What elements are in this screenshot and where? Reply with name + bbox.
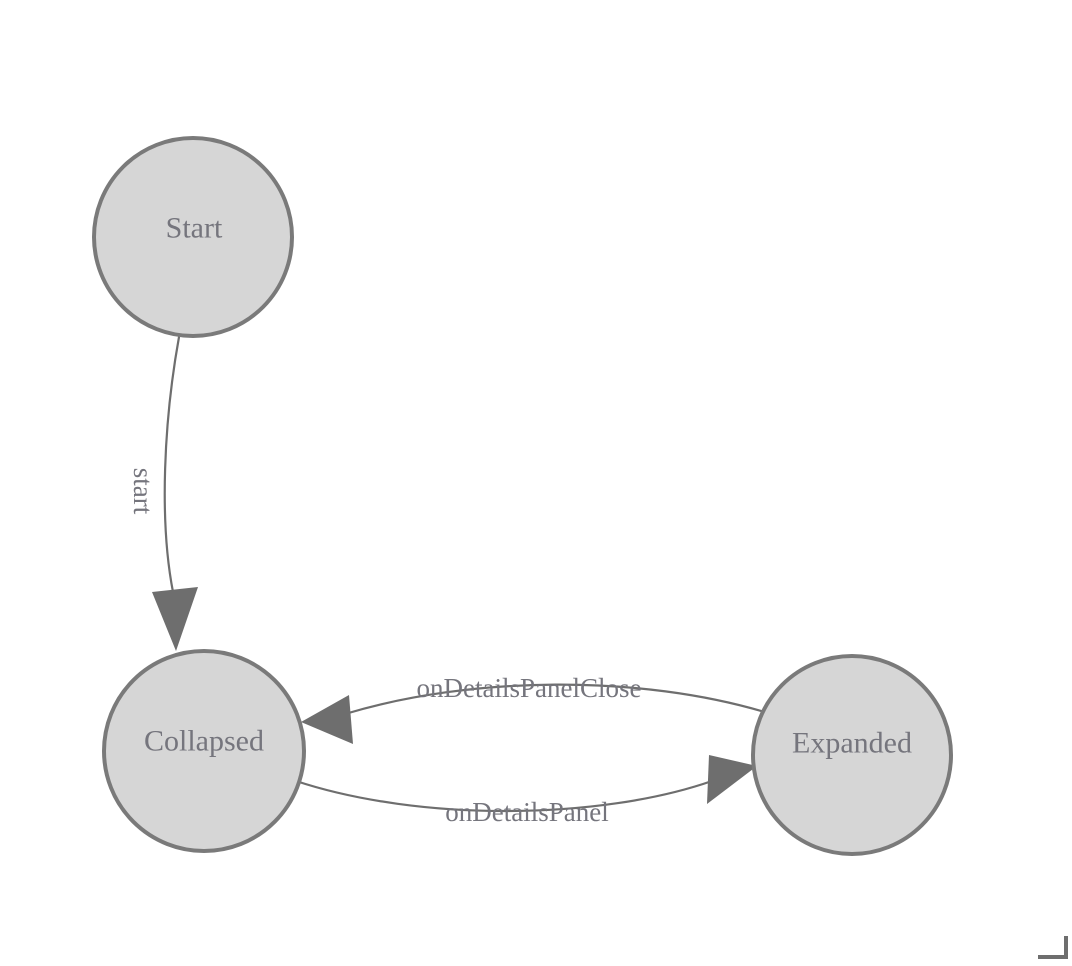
node-start-label: Start bbox=[166, 212, 223, 245]
edge-start-to-collapsed-label: start bbox=[128, 468, 158, 515]
edge-collapsed-to-expanded[interactable]: onDetailsPanel bbox=[294, 755, 757, 827]
node-expanded[interactable]: Expanded bbox=[751, 654, 953, 856]
edge-expanded-to-collapsed-arrowhead bbox=[301, 695, 353, 744]
node-expanded-label: Expanded bbox=[792, 727, 912, 760]
edge-collapsed-to-expanded-arrowhead bbox=[707, 755, 757, 804]
edge-expanded-to-collapsed[interactable]: onDetailsPanelClose bbox=[301, 673, 770, 744]
node-expanded-circle bbox=[751, 654, 953, 856]
resize-handle-corner-icon[interactable] bbox=[1038, 936, 1068, 959]
resize-handle-corner-vertical bbox=[1064, 936, 1068, 959]
edge-start-to-collapsed[interactable]: start bbox=[128, 335, 198, 651]
edge-collapsed-to-expanded-label: onDetailsPanel bbox=[445, 797, 608, 827]
node-start-circle bbox=[92, 136, 294, 338]
node-start[interactable]: Start bbox=[92, 136, 294, 338]
resize-handle-corner-horizontal bbox=[1038, 955, 1068, 959]
edge-expanded-to-collapsed-path bbox=[343, 683, 770, 716]
edge-start-to-collapsed-arrowhead bbox=[152, 587, 198, 651]
edge-start-to-collapsed-path bbox=[163, 335, 181, 594]
edge-collapsed-to-expanded-path bbox=[294, 779, 714, 813]
node-collapsed-label: Collapsed bbox=[144, 725, 264, 758]
edge-expanded-to-collapsed-label: onDetailsPanelClose bbox=[417, 673, 642, 703]
node-collapsed[interactable]: Collapsed bbox=[102, 649, 306, 853]
node-collapsed-circle bbox=[102, 649, 306, 853]
